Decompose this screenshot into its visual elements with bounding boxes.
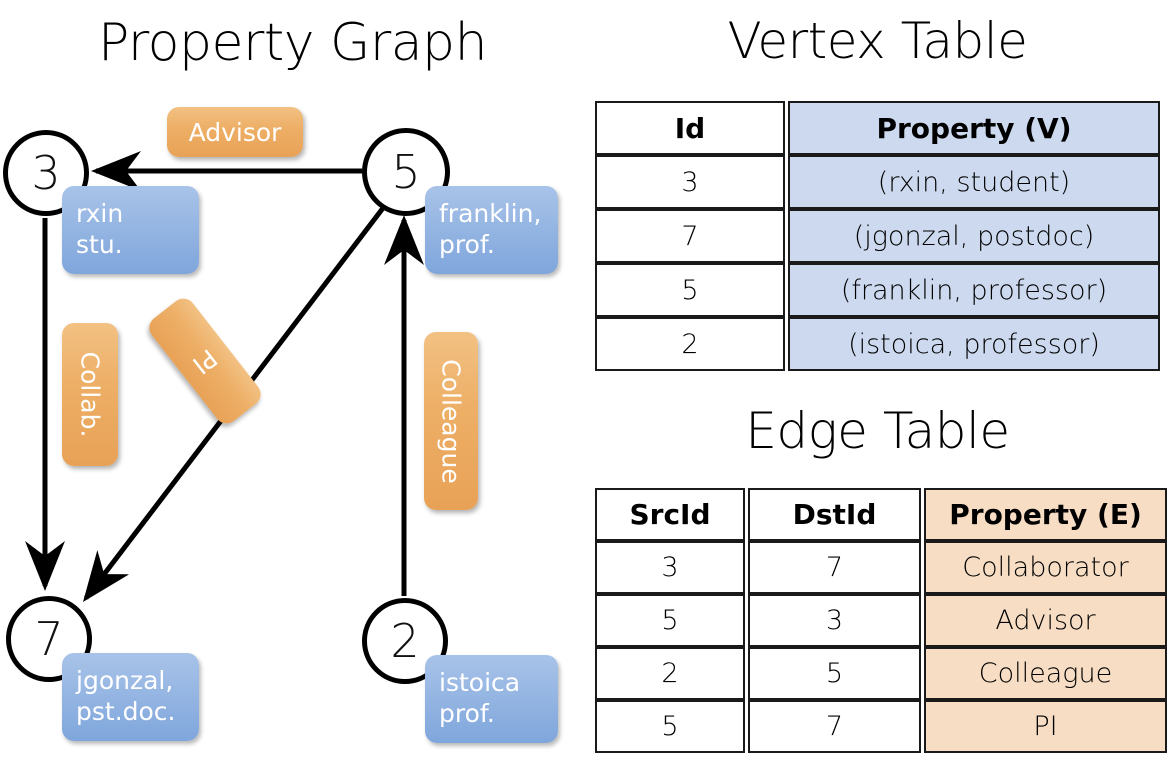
edge-table-cell-dstid: 7 <box>748 541 921 594</box>
vertex-table-cell-property: (rxin, student) <box>788 155 1160 209</box>
vertex-table-cell-id: 3 <box>595 155 785 209</box>
edge-table-cell-property: Advisor <box>924 594 1167 647</box>
edge-table-header-row: SrcId DstId Property (E) <box>595 488 1167 541</box>
vertex-table: Id Property (V) 3 (rxin, student) 7 (jgo… <box>592 101 1163 371</box>
node-property-box-2-line2: prof. <box>439 699 495 728</box>
vertex-table-header-property: Property (V) <box>788 101 1160 155</box>
page-title-property-graph: Property Graph <box>97 13 488 73</box>
property-graph-diagram: 3 5 7 2 rxin stu. franklin, prof. jgonza… <box>3 107 558 743</box>
edge-table-cell-dstid: 5 <box>748 647 921 700</box>
vertex-table-cell-id: 7 <box>595 209 785 263</box>
node-property-box-7-line1: jgonzal, <box>76 666 174 695</box>
graph-node-2-label: 2 <box>390 614 420 668</box>
table-row: 5 3 Advisor <box>595 594 1167 647</box>
table-row: 5 (franklin, professor) <box>595 263 1160 317</box>
edge-table-cell-dstid: 3 <box>748 594 921 647</box>
edge-label-colleague-text: Colleague <box>436 358 466 484</box>
graph-node-7-label: 7 <box>34 612 64 666</box>
node-property-box-5-line2: prof. <box>439 230 495 259</box>
vertex-table-cell-property: (istoica, professor) <box>788 317 1160 371</box>
edge-label-pi-text: PI <box>187 342 223 380</box>
edge-table-header-property: Property (E) <box>924 488 1167 541</box>
table-row: 3 7 Collaborator <box>595 541 1167 594</box>
graph-node-5[interactable]: 5 <box>362 128 450 216</box>
table-row: 7 (jgonzal, postdoc) <box>595 209 1160 263</box>
vertex-table-cell-id: 2 <box>595 317 785 371</box>
node-property-box-3-line2: stu. <box>76 230 123 259</box>
edge-table-cell-property: Colleague <box>924 647 1167 700</box>
edge-table-cell-property: Collaborator <box>924 541 1167 594</box>
edge-table-cell-srcid: 5 <box>595 594 745 647</box>
vertex-table-header-id: Id <box>595 101 785 155</box>
node-property-box-2[interactable]: istoica prof. <box>425 655 558 743</box>
edge-label-advisor-text: Advisor <box>188 117 282 147</box>
node-property-box-7-line2: pst.doc. <box>76 697 176 726</box>
table-row: 3 (rxin, student) <box>595 155 1160 209</box>
edge-label-advisor[interactable]: Advisor <box>167 107 303 157</box>
edge-table-cell-property: PI <box>924 700 1167 753</box>
node-property-box-3[interactable]: rxin stu. <box>62 186 199 274</box>
graph-node-5-label: 5 <box>391 145 421 199</box>
edge-label-collab-text: Collab. <box>75 351 105 438</box>
node-property-box-3-line1: rxin <box>76 199 124 228</box>
edge-table-cell-srcid: 3 <box>595 541 745 594</box>
edge-table-header-dstid: DstId <box>748 488 921 541</box>
table-row: 2 5 Colleague <box>595 647 1167 700</box>
node-property-box-5-line1: franklin, <box>439 199 542 228</box>
graph-node-2[interactable]: 2 <box>362 598 448 684</box>
node-property-box-7[interactable]: jgonzal, pst.doc. <box>62 653 199 741</box>
edge-table-header-srcid: SrcId <box>595 488 745 541</box>
vertex-table-cell-property: (franklin, professor) <box>788 263 1160 317</box>
vertex-table-header-row: Id Property (V) <box>595 101 1160 155</box>
edge-table: SrcId DstId Property (E) 3 7 Collaborato… <box>592 488 1170 753</box>
vertex-table-cell-id: 5 <box>595 263 785 317</box>
table-row: 5 7 PI <box>595 700 1167 753</box>
table-row: 2 (istoica, professor) <box>595 317 1160 371</box>
graph-node-3-label: 3 <box>31 146 61 200</box>
vertex-table-cell-property: (jgonzal, postdoc) <box>788 209 1160 263</box>
page-title-vertex-table: Vertex Table <box>727 12 1028 70</box>
page-title-edge-table: Edge Table <box>745 402 1010 460</box>
edge-table-cell-srcid: 2 <box>595 647 745 700</box>
edge-label-collab[interactable]: Collab. <box>62 323 118 466</box>
edge-table-cell-srcid: 5 <box>595 700 745 753</box>
edge-table-cell-dstid: 7 <box>748 700 921 753</box>
node-property-box-2-line1: istoica <box>439 668 521 697</box>
node-property-box-5[interactable]: franklin, prof. <box>425 186 558 274</box>
edge-label-colleague[interactable]: Colleague <box>424 332 478 510</box>
